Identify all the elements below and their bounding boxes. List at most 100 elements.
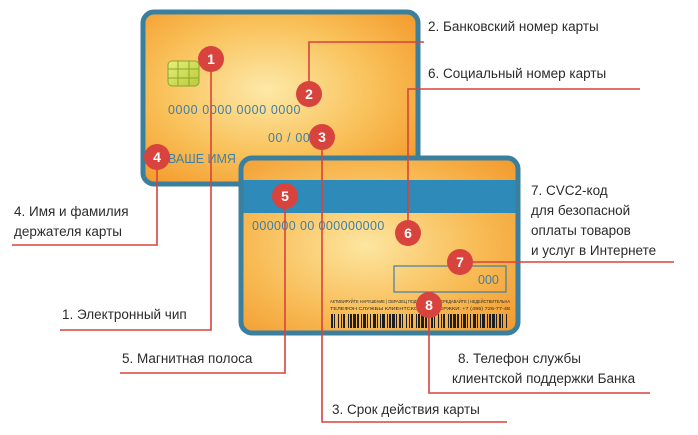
svg-text:6: 6	[404, 225, 412, 241]
barcode	[331, 314, 507, 328]
barcode-bar	[467, 314, 468, 328]
label-cvc-line-2: для безопасной	[531, 203, 631, 218]
chip-icon	[167, 60, 200, 87]
barcode-bar	[496, 314, 497, 328]
number-badges: 1 2 3 4 5 6 7 8	[144, 46, 473, 318]
leader-line-8	[428, 305, 650, 394]
barcode-bar	[399, 314, 401, 328]
barcode-bar	[338, 314, 339, 328]
barcode-bar	[438, 314, 439, 328]
barcode-bar	[382, 314, 385, 328]
barcode-bar	[461, 314, 462, 328]
card-holder-name: ВАШЕ ИМЯ	[168, 152, 236, 166]
barcode-bar	[418, 314, 420, 328]
barcode-bar	[411, 314, 413, 328]
svg-text:4: 4	[153, 149, 161, 165]
leader-line-4	[12, 157, 158, 246]
barcode-bar	[396, 314, 397, 328]
barcode-bar	[377, 314, 378, 328]
badge-2: 2	[296, 81, 322, 107]
svg-text:2: 2	[305, 86, 313, 102]
label-support-phone: 8. Телефон службы клиентской поддержки Б…	[452, 349, 672, 389]
social-number: 000000 00 000000000	[252, 219, 385, 233]
barcode-bar	[361, 314, 362, 328]
barcode-bar	[331, 314, 333, 328]
badge-3: 3	[309, 124, 335, 150]
svg-text:7: 7	[456, 254, 464, 270]
barcode-bar	[402, 314, 403, 328]
barcode-bar	[463, 314, 466, 328]
barcode-bar	[431, 314, 433, 328]
barcode-bar	[482, 314, 485, 328]
svg-text:3: 3	[318, 129, 326, 145]
label-cvc: 7. CVC2-код для безопасной оплаты товаро…	[531, 181, 691, 261]
barcode-bar	[502, 314, 503, 328]
barcode-bar	[367, 314, 368, 328]
barcode-bar	[416, 314, 417, 328]
badge-6: 6	[395, 220, 421, 246]
label-expiry: 3. Срок действия карты	[332, 402, 480, 417]
barcode-bar	[492, 314, 495, 328]
leader-line-3	[321, 137, 507, 423]
barcode-bar	[480, 314, 481, 328]
barcode-bar	[434, 314, 435, 328]
barcode-bar	[489, 314, 491, 328]
barcode-bar	[443, 314, 445, 328]
barcode-bar	[350, 314, 352, 328]
badge-5: 5	[272, 183, 298, 209]
label-holder-name: 4. Имя и фамилия держателя карты	[14, 202, 154, 242]
barcode-bar	[409, 314, 410, 328]
barcode-bar	[421, 314, 424, 328]
svg-text:1: 1	[207, 51, 215, 67]
card-number: 0000 0000 0000 0000	[168, 103, 301, 117]
label-chip: 1. Электронный чип	[62, 307, 187, 322]
label-holder-line-1: 4. Имя и фамилия	[14, 204, 129, 219]
barcode-bar	[343, 314, 345, 328]
barcode-bar	[487, 314, 488, 328]
label-card-number: 2. Банковский номер карты	[428, 19, 599, 34]
card-expiry: 00 / 00	[268, 131, 310, 145]
barcode-bar	[389, 314, 391, 328]
barcode-bar	[373, 314, 376, 328]
leader-line-5	[120, 196, 286, 374]
barcode-bar	[353, 314, 356, 328]
barcode-bar	[450, 314, 452, 328]
leader-line-6	[407, 88, 640, 232]
badge-7: 7	[447, 249, 473, 275]
badge-4: 4	[144, 144, 170, 170]
badge-1: 1	[198, 46, 224, 72]
barcode-bar	[334, 314, 335, 328]
leader-line-1	[60, 59, 212, 331]
leader-lines	[12, 41, 674, 423]
svg-text:5: 5	[281, 188, 289, 204]
barcode-bar	[387, 314, 388, 328]
label-cvc-line-1: 7. CVC2-код	[531, 183, 608, 198]
barcode-bar	[499, 314, 501, 328]
label-cvc-line-4: и услуг в Интернете	[531, 243, 657, 258]
barcode-bar	[363, 314, 366, 328]
badge-8: 8	[416, 292, 442, 318]
barcode-bar	[441, 314, 442, 328]
label-support-line-1: 8. Телефон службы	[458, 351, 581, 366]
barcode-bar	[477, 314, 478, 328]
barcode-bar	[370, 314, 371, 328]
barcode-bar	[470, 314, 471, 328]
barcode-bar	[473, 314, 476, 328]
label-support-line-2: клиентской поддержки Банка	[452, 371, 636, 386]
label-holder-line-2: держателя карты	[14, 224, 122, 239]
leader-line-2	[308, 41, 424, 93]
barcode-bar	[453, 314, 456, 328]
label-magnetic-stripe: 5. Магнитная полоса	[122, 351, 253, 366]
label-social-number: 6. Социальный номер карты	[428, 66, 607, 81]
barcode-bar	[392, 314, 395, 328]
barcode-bar	[341, 314, 342, 328]
barcode-bar	[406, 314, 407, 328]
barcode-bar	[457, 314, 459, 328]
barcode-bar	[425, 314, 427, 328]
barcode-bar	[448, 314, 449, 328]
svg-text:8: 8	[425, 297, 433, 313]
barcode-bar	[348, 314, 349, 328]
barcode-bar	[506, 314, 507, 328]
barcode-bar	[380, 314, 381, 328]
